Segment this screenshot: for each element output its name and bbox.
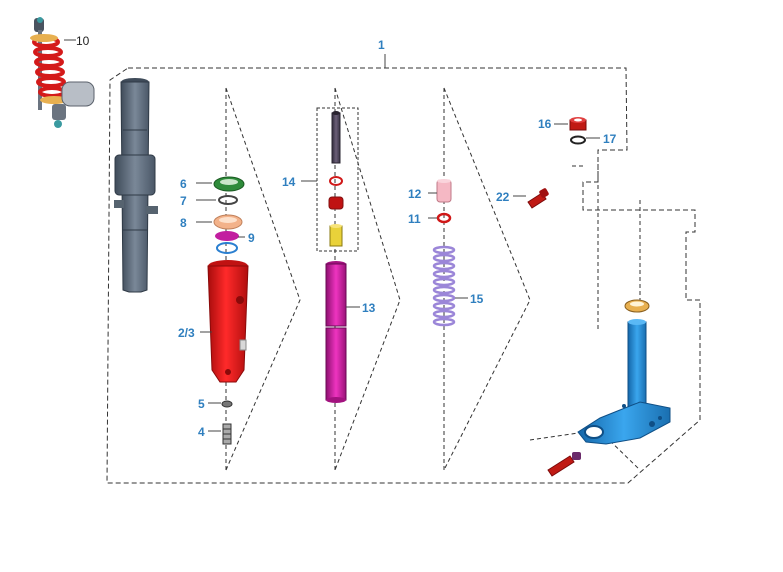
callout-14: 14 xyxy=(282,175,296,189)
part-14-group-box xyxy=(316,107,359,252)
callout-11: 11 xyxy=(408,212,421,226)
steering-bearing xyxy=(624,299,650,313)
callout-5: 5 xyxy=(198,397,205,411)
part-6-seal xyxy=(213,176,245,192)
callout-7: 7 xyxy=(180,194,187,208)
callout-13: 13 xyxy=(362,301,376,315)
part-13-damper-rod xyxy=(325,261,347,403)
part-11-washer xyxy=(436,212,452,224)
triple-clamp xyxy=(577,319,671,445)
assembly-guide-lines xyxy=(225,87,641,471)
part-22-bolt xyxy=(527,188,549,209)
callout-22: 22 xyxy=(496,190,510,204)
part-16-nut xyxy=(569,117,587,131)
part-7-oring xyxy=(218,195,238,205)
callout-6: 6 xyxy=(180,177,187,191)
leader-lines xyxy=(196,54,600,432)
part-8-bushing xyxy=(213,214,243,230)
callout-10: 10 xyxy=(76,34,90,48)
part-5-washer xyxy=(221,400,233,408)
rear-shock-absorber xyxy=(30,17,95,128)
callout-17: 17 xyxy=(603,132,617,146)
callout-8: 8 xyxy=(180,216,187,230)
clamp-bolt xyxy=(547,452,581,477)
part-14-damper-assembly xyxy=(328,111,344,247)
callout-12: 12 xyxy=(408,187,422,201)
part-17-oring xyxy=(570,135,586,145)
part-2-3-outer-tube xyxy=(207,260,249,383)
callout-15: 15 xyxy=(470,292,484,306)
callout-1: 1 xyxy=(378,38,385,52)
callout-9: 9 xyxy=(248,231,255,245)
part-4-bolt xyxy=(222,423,232,445)
fork-lower-leg xyxy=(114,78,158,293)
part-12-spacer xyxy=(436,179,452,203)
part-9-ring xyxy=(215,231,239,254)
callout-16: 16 xyxy=(538,117,552,131)
part-15-spring xyxy=(432,245,456,327)
callout-2-3: 2/3 xyxy=(178,326,195,340)
callout-4: 4 xyxy=(198,425,205,439)
